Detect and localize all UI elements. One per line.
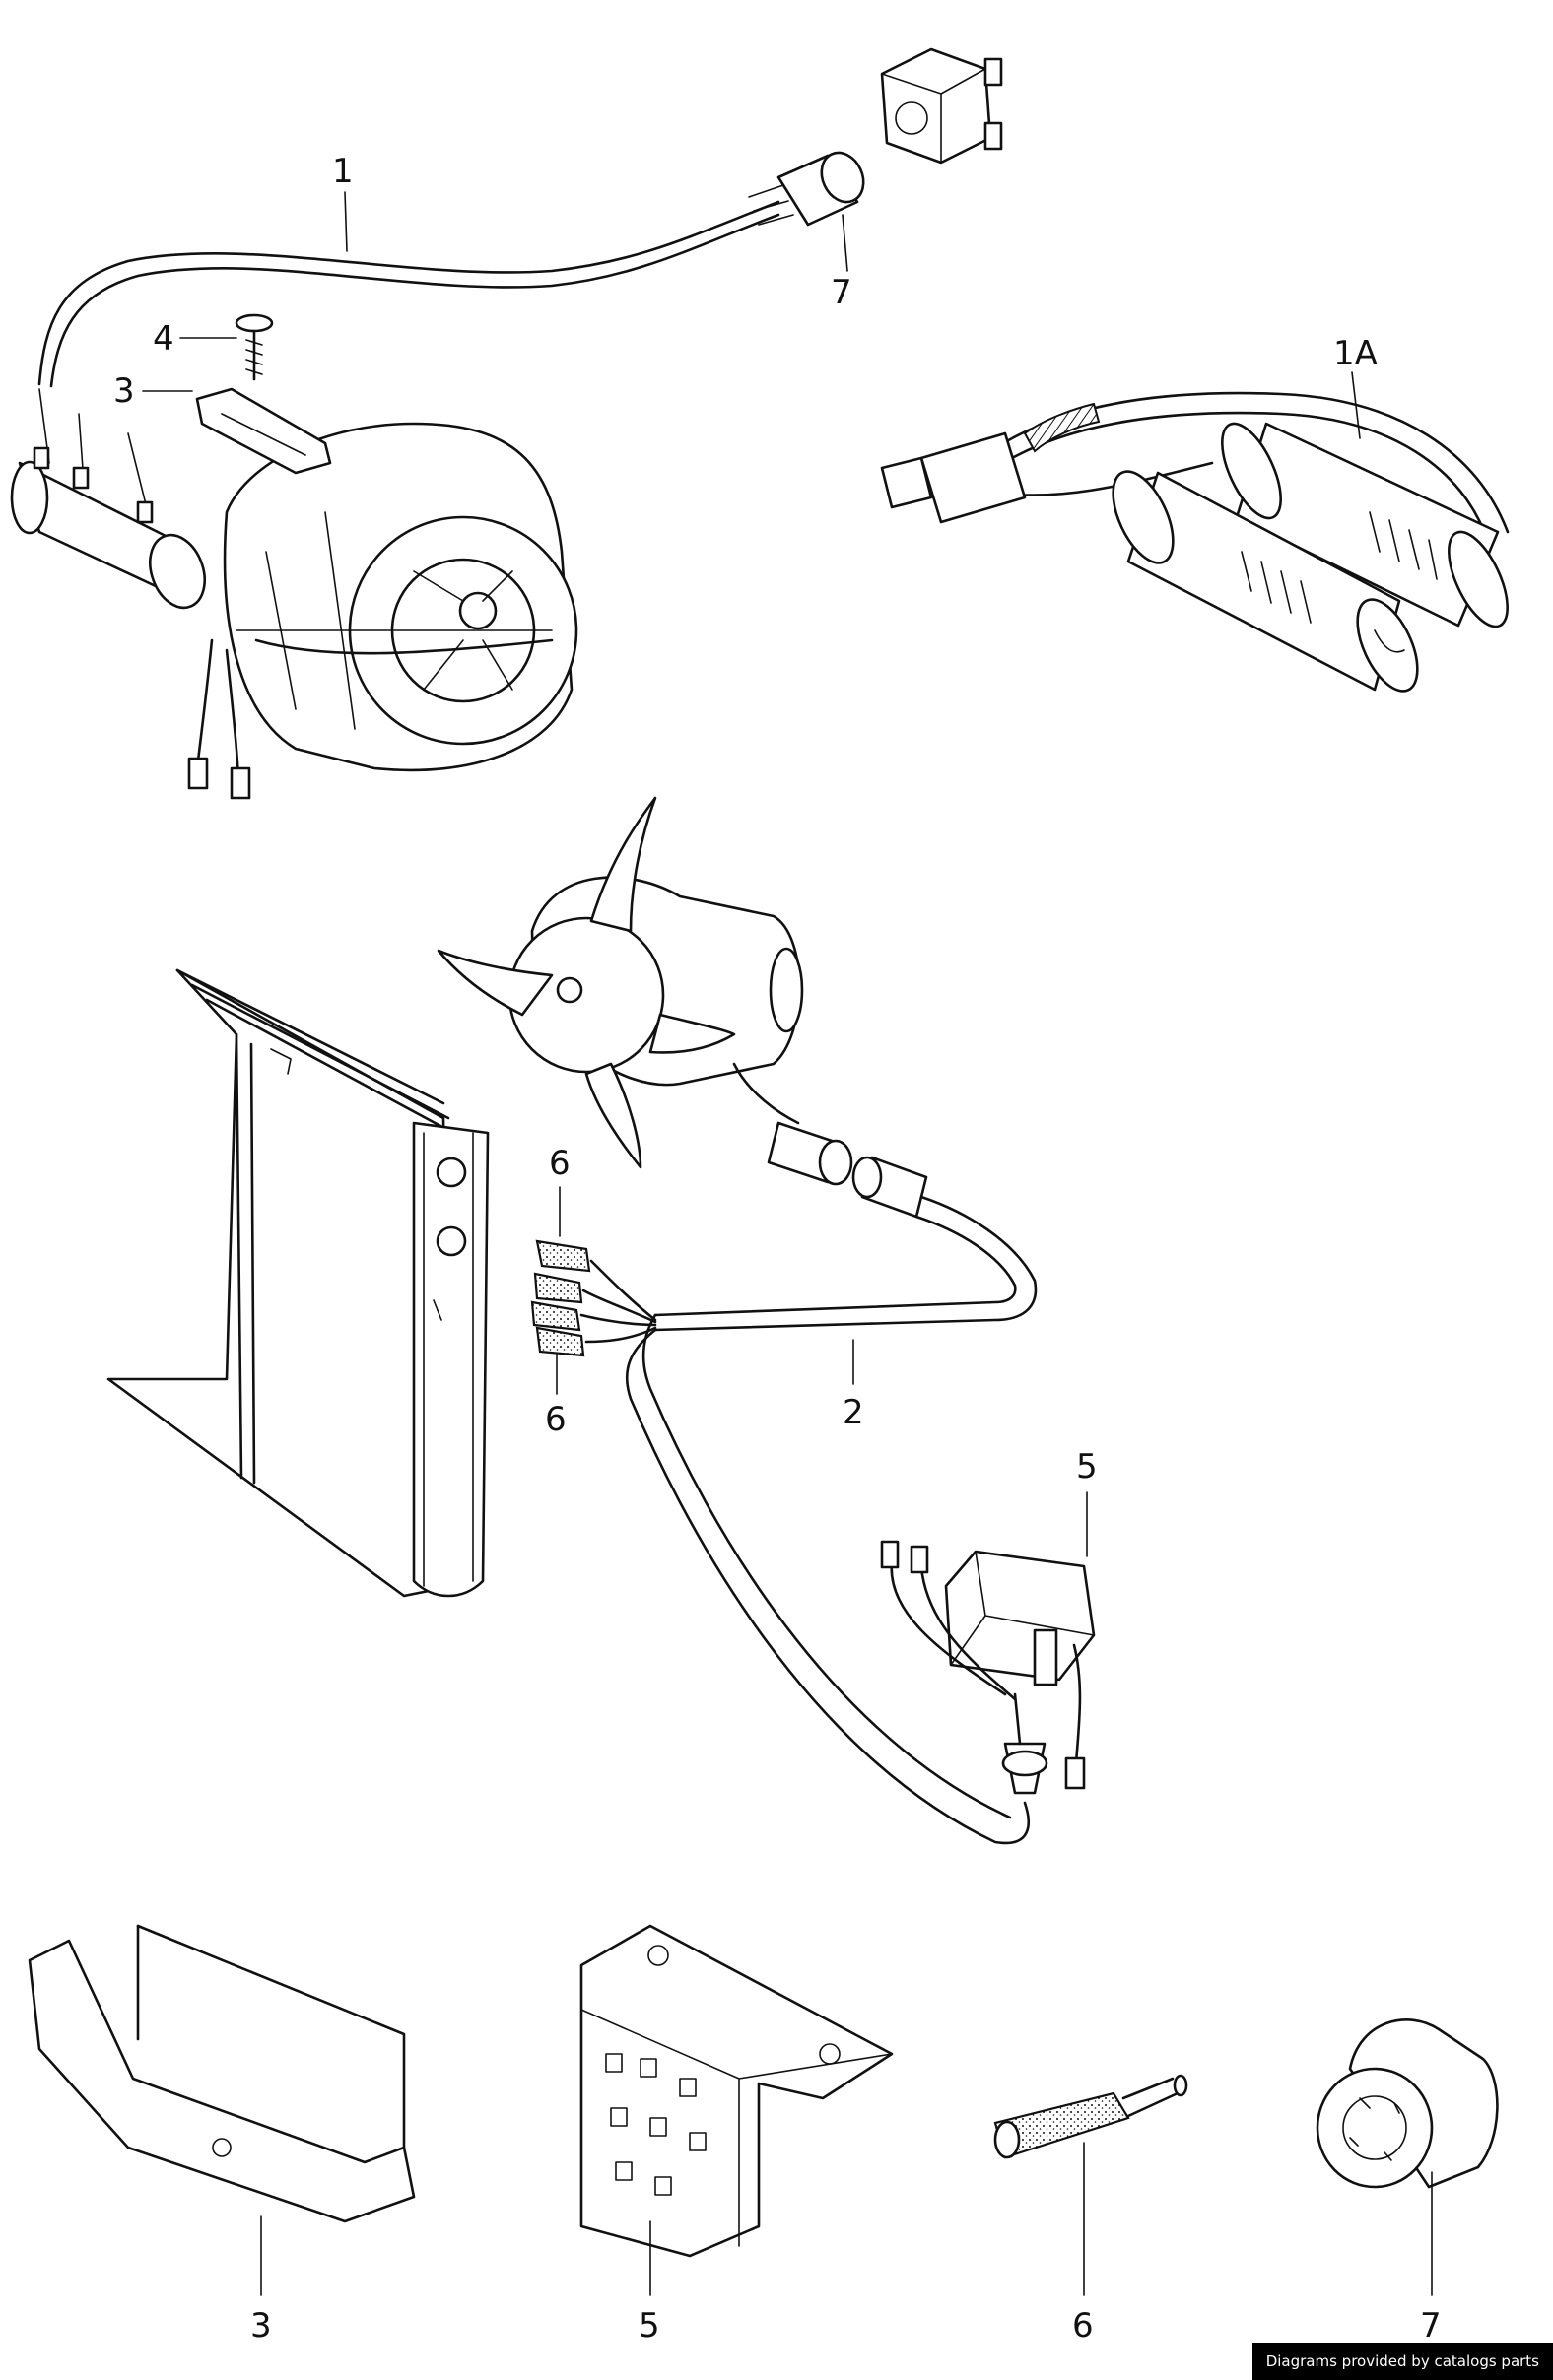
callout-3-top: 3 bbox=[113, 371, 135, 411]
callout-4: 4 bbox=[153, 319, 174, 359]
switch-part-5-mid bbox=[880, 1540, 1096, 1795]
terminal-part-6-bottom bbox=[993, 2074, 1188, 2159]
callout-6-bottom: 6 bbox=[1072, 2306, 1094, 2346]
switch-part-5-bottom bbox=[579, 1924, 894, 2258]
relay-part-top bbox=[880, 47, 1003, 165]
blower-harness-assembly bbox=[10, 151, 865, 800]
bracket-part-3-bottom bbox=[28, 1924, 416, 2223]
callout-1: 1 bbox=[332, 152, 354, 191]
callout-7-top: 7 bbox=[831, 273, 852, 312]
leader-lines bbox=[142, 191, 1433, 2296]
callout-6-lower: 6 bbox=[545, 1400, 567, 1439]
callout-labels: 1 1A 7 4 3 6 6 2 5 3 5 6 7 bbox=[113, 152, 1442, 2346]
radiator bbox=[106, 968, 490, 1598]
callout-7-bottom: 7 bbox=[1420, 2306, 1442, 2346]
resistor-harness-1a bbox=[880, 391, 1510, 693]
callout-5-mid: 5 bbox=[1076, 1447, 1098, 1487]
callout-3-bottom: 3 bbox=[250, 2306, 272, 2346]
callout-1a: 1A bbox=[1333, 334, 1378, 373]
screw-part-4 bbox=[235, 313, 274, 381]
radiator-fan bbox=[437, 796, 804, 1169]
bracket-part-3-top bbox=[195, 387, 332, 475]
callout-2: 2 bbox=[843, 1393, 864, 1432]
connector-part-7-bottom bbox=[1316, 2018, 1499, 2189]
callout-5-bottom: 5 bbox=[639, 2306, 660, 2346]
callout-6-upper: 6 bbox=[549, 1144, 571, 1183]
fan-harness-2 bbox=[530, 1062, 1038, 1845]
credit-footer: Diagrams provided by catalogs parts bbox=[1251, 2343, 1553, 2380]
